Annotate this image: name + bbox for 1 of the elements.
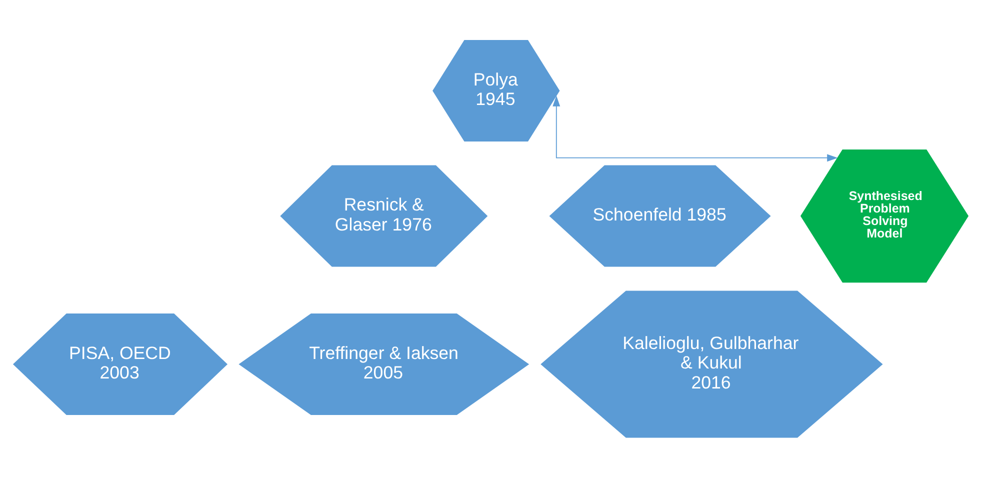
arrow <box>552 95 838 162</box>
